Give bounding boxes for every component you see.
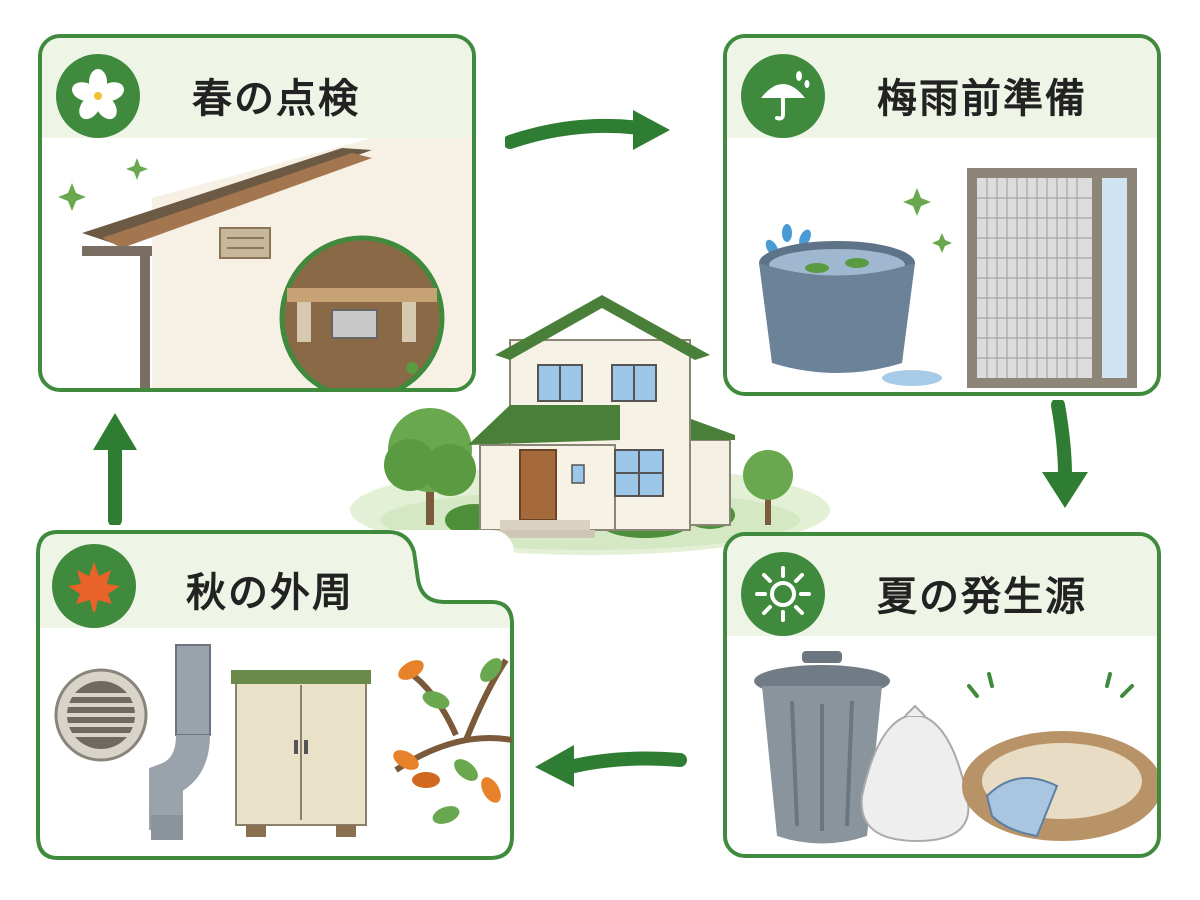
arrow-summer-to-autumn	[535, 745, 687, 787]
arrow-autumn-to-spring	[93, 413, 137, 525]
sun-icon	[741, 552, 825, 636]
spring-illustration	[58, 138, 472, 388]
summer-illustration	[754, 651, 1157, 844]
card-autumn: 秋の外周	[36, 530, 514, 860]
card-title: 夏の発生源	[877, 574, 1087, 620]
card-spring: 春の点検	[38, 34, 476, 392]
card-title: 春の点検	[192, 76, 360, 122]
maple-leaf-icon	[52, 544, 136, 628]
umbrella-icon	[741, 54, 825, 138]
autumn-illustration	[54, 644, 512, 840]
arrow-rainy-to-summer	[1042, 400, 1088, 508]
card-title: 秋の外周	[186, 570, 354, 616]
sakura-icon	[56, 54, 140, 138]
card-title: 梅雨前準備	[877, 76, 1087, 122]
rainy-illustration	[759, 168, 1137, 388]
card-rainy-season: 梅雨前準備	[723, 34, 1161, 396]
arrow-spring-to-rainy	[505, 110, 670, 150]
card-summer: 夏の発生源	[723, 532, 1161, 858]
